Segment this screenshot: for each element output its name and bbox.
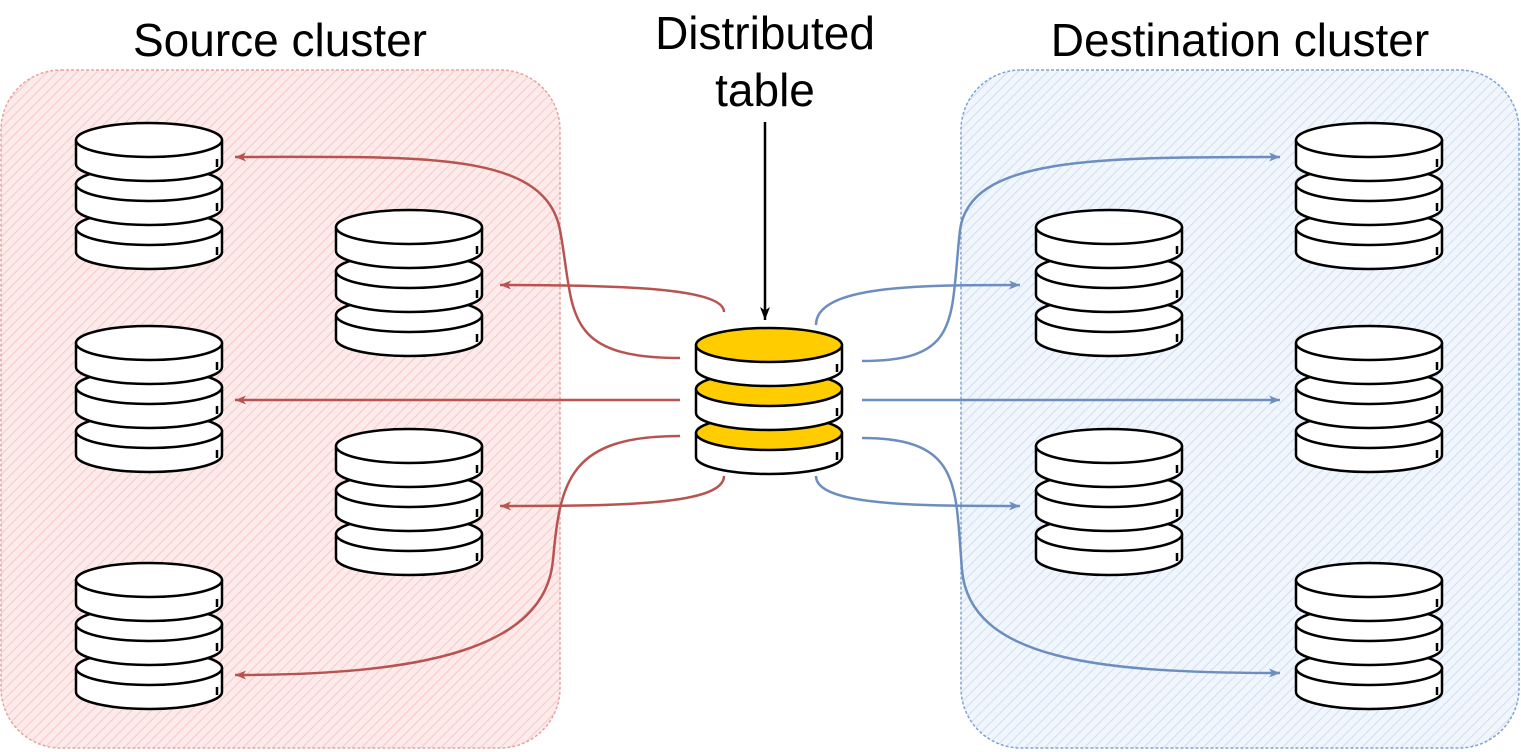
arrow-to-source-node-4	[499, 475, 726, 511]
destination-node-3	[1294, 324, 1444, 474]
destination-node-4-layer-1	[1034, 427, 1184, 489]
source-node-5-layer-1	[74, 561, 224, 623]
distributed-table-stack-layer-1	[694, 326, 844, 388]
source-node-4-layer-1	[334, 427, 484, 489]
destination-nodes	[1034, 121, 1444, 711]
distributed-table-title-line2: table	[715, 64, 815, 116]
arrow-to-dest-node-2	[814, 280, 1021, 326]
source-node-2-layer-1	[334, 208, 484, 270]
source-node-1	[74, 121, 224, 271]
distributed-table-stack	[694, 326, 844, 476]
destination-node-2	[1294, 121, 1444, 271]
destination-node-5	[1294, 561, 1444, 711]
arrow-to-dest-node-4	[814, 475, 1021, 511]
destination-arrows	[814, 152, 1281, 678]
destination-node-2-layer-1	[1294, 121, 1444, 183]
source-nodes	[74, 121, 484, 711]
arrow-to-dest-node-5	[861, 436, 1281, 678]
source-arrows	[234, 152, 726, 680]
destination-node-4	[1034, 427, 1184, 577]
source-node-3-layer-1	[74, 324, 224, 386]
destination-node-5-layer-1	[1294, 561, 1444, 623]
destination-node-1-layer-1	[1034, 208, 1184, 270]
source-node-4	[334, 427, 484, 577]
source-node-3	[74, 324, 224, 474]
destination-node-1	[1034, 208, 1184, 358]
destination-cluster-title: Destination cluster	[1051, 14, 1429, 66]
arrow-to-source-node-1	[234, 152, 681, 360]
destination-node-3-layer-1	[1294, 324, 1444, 386]
arrow-to-source-node-2	[499, 280, 726, 313]
arrow-to-dest-node-1	[861, 152, 1281, 363]
distributed-table-title-line1: Distributed	[655, 7, 875, 59]
arrow-to-source-node-5	[234, 434, 681, 680]
source-node-2	[334, 208, 484, 358]
source-node-1-layer-1	[74, 121, 224, 183]
distributed-table-node	[694, 326, 844, 476]
source-cluster-title: Source cluster	[133, 14, 427, 66]
source-node-5	[74, 561, 224, 711]
